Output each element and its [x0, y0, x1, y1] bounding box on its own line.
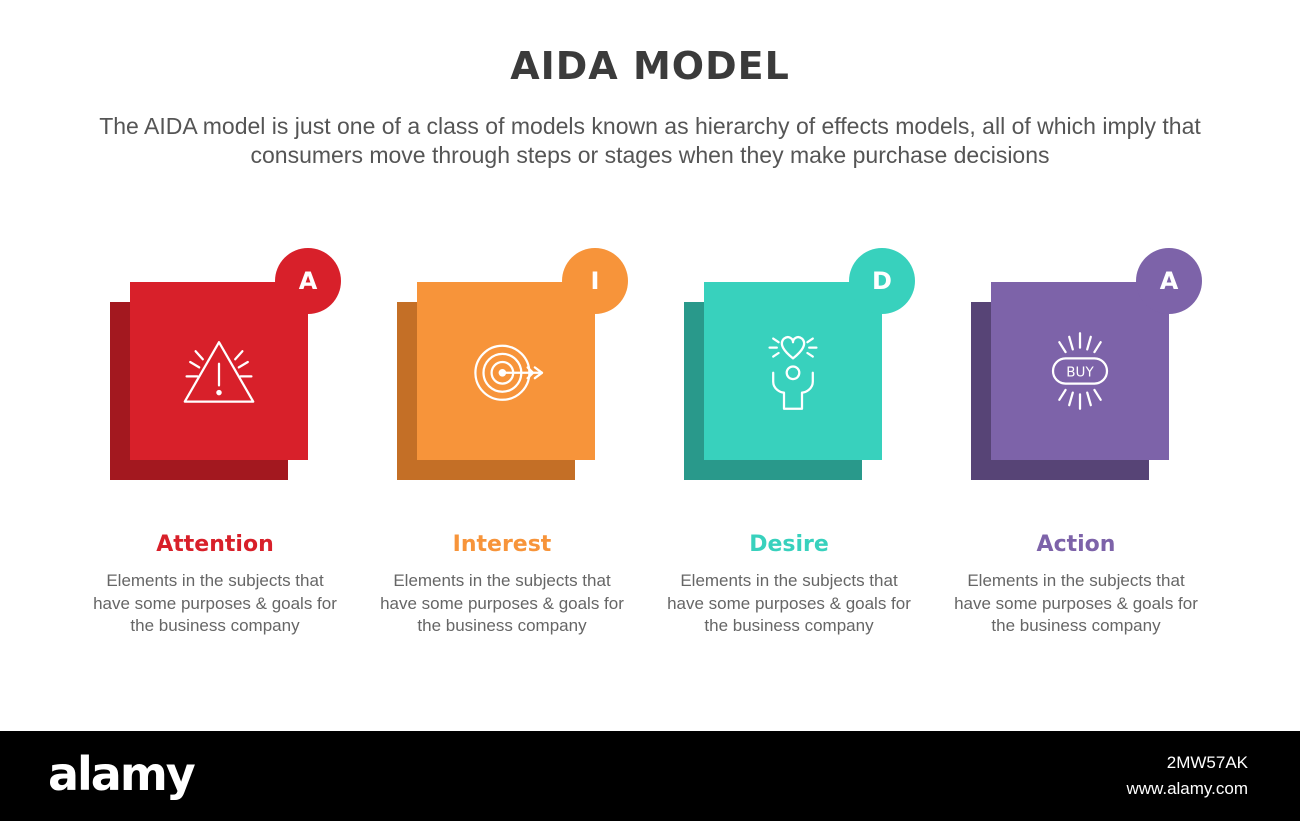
step-main-box: BUY: [991, 282, 1169, 460]
step-letter-badge: D: [849, 248, 915, 314]
image-id: 2MW57AK: [1166, 753, 1248, 772]
page-title: AIDA MODEL: [510, 44, 790, 88]
step-title: Action: [1036, 532, 1116, 557]
warning-triangle-icon: [183, 341, 255, 403]
step-letter-badge: A: [1136, 248, 1202, 314]
step-title: Interest: [452, 532, 552, 557]
footer-url: www.alamy.com: [1126, 779, 1248, 798]
step-main-box: [417, 282, 595, 460]
page-subtitle: The AIDA model is just one of a class of…: [99, 113, 1201, 168]
person-heart-icon: [768, 336, 818, 410]
buy-button-icon: BUY: [1051, 332, 1109, 410]
step-title: Attention: [156, 532, 274, 557]
step-description: Elements in the subjects that have some …: [380, 571, 624, 635]
step-main-box: [704, 282, 882, 460]
step-attention: A Attention Elements in the subjects tha…: [90, 248, 350, 648]
step-letter-badge: A: [275, 248, 341, 314]
step-letter-badge: I: [562, 248, 628, 314]
step-action: BUY A Action Elements in the subjects th…: [951, 248, 1211, 648]
step-description: Elements in the subjects that have some …: [954, 571, 1198, 635]
alamy-logo: alamy: [48, 747, 196, 801]
footer-bar: alamy 2MW57AK www.alamy.com: [0, 731, 1300, 821]
step-main-box: [130, 282, 308, 460]
step-description: Elements in the subjects that have some …: [667, 571, 911, 635]
step-interest: I Interest Elements in the subjects that…: [377, 248, 637, 648]
step-description: Elements in the subjects that have some …: [93, 571, 337, 635]
buy-icon-label: BUY: [1066, 364, 1094, 380]
target-arrow-icon: [474, 344, 544, 401]
step-title: Desire: [749, 532, 829, 557]
step-desire: D Desire Elements in the subjects that h…: [664, 248, 924, 648]
